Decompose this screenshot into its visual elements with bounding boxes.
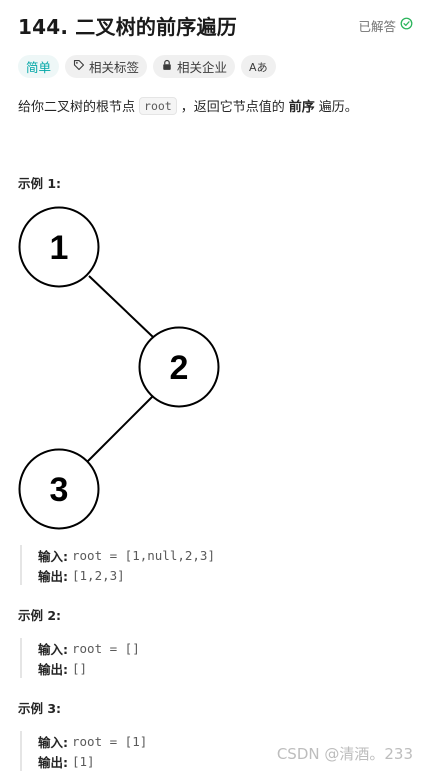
problem-title[interactable]: 144. 二叉树的前序遍历 bbox=[18, 14, 237, 39]
difficulty-label: 简单 bbox=[26, 60, 52, 75]
example-3-input: 输入: root = [1] bbox=[38, 731, 147, 751]
example-1-io: 输入: root = [1,null,2,3] 输出: [1,2,3] bbox=[20, 545, 215, 585]
tree-edge-1-2 bbox=[88, 275, 154, 338]
example-1-output: 输出: [1,2,3] bbox=[38, 565, 215, 585]
output-value: [1] bbox=[72, 753, 95, 769]
tree-edge-2-3 bbox=[86, 395, 154, 463]
solved-status: 已解答 bbox=[358, 16, 413, 35]
tree-node-2-label: 2 bbox=[170, 349, 189, 387]
example-3-io: 输入: root = [1] 输出: [1] bbox=[20, 731, 147, 771]
lock-icon bbox=[161, 59, 173, 74]
output-value: [] bbox=[72, 660, 88, 676]
example-3-output: 输出: [1] bbox=[38, 751, 147, 771]
check-circle-icon bbox=[400, 17, 413, 33]
desc-text-3: 遍历。 bbox=[318, 100, 358, 115]
example-1-tree-diagram: 1 2 3 bbox=[18, 206, 220, 530]
difficulty-tag[interactable]: 简单 bbox=[18, 55, 60, 78]
output-value: [1,2,3] bbox=[72, 567, 125, 583]
output-label: 输出: bbox=[38, 754, 68, 770]
tree-node-2: 2 bbox=[138, 326, 220, 408]
tree-node-1-label: 1 bbox=[50, 229, 69, 267]
related-companies-button[interactable]: 相关企业 bbox=[153, 55, 236, 78]
input-label: 输入: bbox=[38, 641, 68, 657]
inline-code-root: root bbox=[139, 96, 177, 115]
translate-button[interactable]: Aあ bbox=[241, 55, 276, 78]
output-label: 输出: bbox=[38, 661, 68, 677]
input-value: root = [] bbox=[72, 640, 140, 656]
example-2-io: 输入: root = [] 输出: [] bbox=[20, 638, 140, 678]
desc-text-1: 给你二叉树的根节点 bbox=[18, 100, 136, 115]
tree-node-3-label: 3 bbox=[50, 471, 69, 509]
input-value: root = [1,null,2,3] bbox=[72, 547, 215, 563]
problem-description: 给你二叉树的根节点 root ，返回它节点值的 前序 遍历。 bbox=[18, 96, 358, 115]
csdn-watermark: CSDN @清酒。233 bbox=[276, 745, 413, 763]
input-value: root = [1] bbox=[72, 733, 148, 749]
example-1-title: 示例 1: bbox=[18, 176, 62, 191]
example-2-output: 输出: [] bbox=[38, 658, 140, 678]
desc-text-2: ，返回它节点值的 bbox=[180, 100, 285, 115]
solved-label: 已解答 bbox=[358, 18, 396, 34]
translate-icon: Aあ bbox=[249, 60, 268, 74]
example-2-input: 输入: root = [] bbox=[38, 638, 140, 658]
input-label: 输入: bbox=[38, 734, 68, 750]
related-topics-button[interactable]: 相关标签 bbox=[65, 55, 148, 78]
example-2-title: 示例 2: bbox=[18, 608, 62, 623]
output-label: 输出: bbox=[38, 568, 68, 584]
related-companies-label: 相关企业 bbox=[177, 60, 228, 75]
related-topics-label: 相关标签 bbox=[89, 60, 140, 75]
title-row: 144. 二叉树的前序遍历 已解答 bbox=[18, 10, 413, 40]
desc-bold-preorder: 前序 bbox=[288, 100, 315, 115]
example-1-input: 输入: root = [1,null,2,3] bbox=[38, 545, 215, 565]
tag-icon bbox=[73, 59, 85, 74]
tag-bar: 简单 相关标签 相关企业 Aあ bbox=[18, 55, 276, 78]
tree-node-3: 3 bbox=[18, 448, 100, 530]
example-3-title: 示例 3: bbox=[18, 701, 62, 716]
tree-node-1: 1 bbox=[18, 206, 100, 288]
input-label: 输入: bbox=[38, 548, 68, 564]
